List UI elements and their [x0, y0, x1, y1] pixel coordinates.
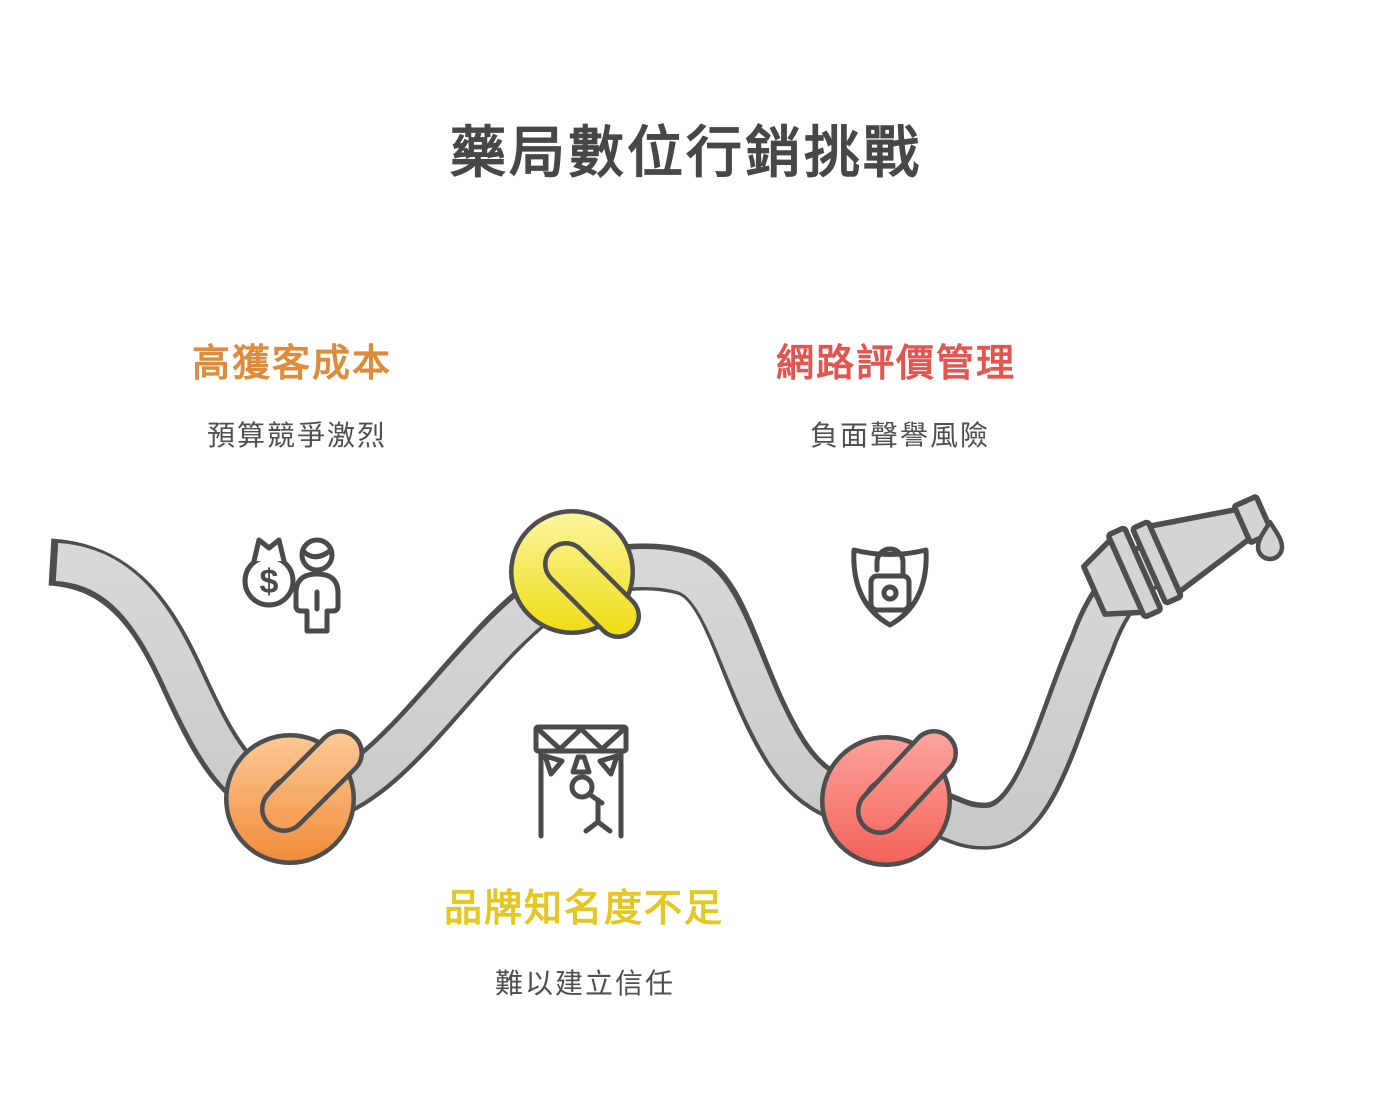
hose-nozzle: [1080, 494, 1275, 619]
knot-reputation: [820, 729, 958, 867]
challenge-label-acquisition: 高獲客成本: [191, 343, 392, 385]
challenge-label-reputation: 網路評價管理: [775, 343, 1016, 385]
knot-brand: [509, 509, 641, 639]
shield-lock-icon: [851, 546, 929, 628]
water-drop-icon: [1255, 519, 1285, 562]
challenge-description-reputation: 負面聲譽風險: [809, 420, 990, 451]
stage-microphone-icon: [533, 724, 629, 839]
challenge-label-brand: 品牌知名度不足: [443, 888, 724, 930]
knot-acquisition: [224, 729, 364, 865]
dollar-symbol: $: [260, 563, 279, 601]
challenge-description-brand: 難以建立信任: [494, 968, 675, 999]
challenge-description-acquisition: 預算競爭激烈: [206, 420, 387, 451]
money-bag-person-icon: $: [242, 537, 341, 634]
hose: [47, 538, 1164, 850]
page-title: 藥局數位行銷挑戰: [450, 121, 922, 184]
